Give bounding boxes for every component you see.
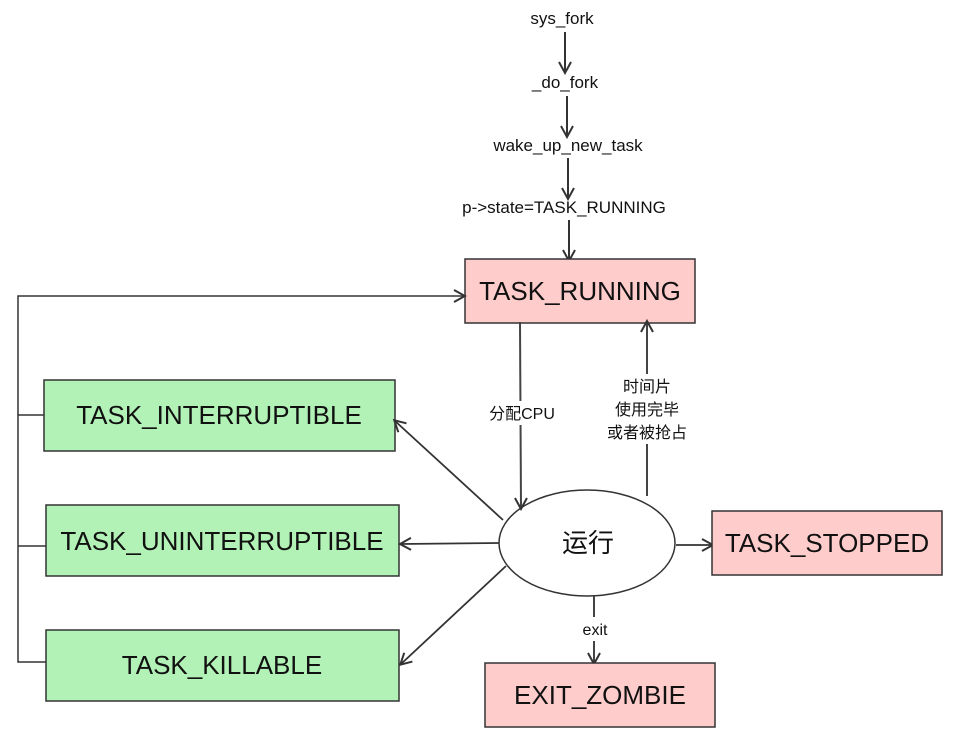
task-stopped-box xyxy=(711,510,943,576)
task-uninterruptible-label: TASK_UNINTERRUPTIBLE xyxy=(60,526,383,556)
task-uninterruptible-box xyxy=(45,504,400,577)
task-running-box xyxy=(464,258,696,324)
exit-zombie-box xyxy=(484,662,716,728)
task-running-label: TASK_RUNNING xyxy=(479,276,681,306)
wake-up-new-task-label: wake_up_new_task xyxy=(492,136,643,155)
timeslice-bg xyxy=(596,374,698,444)
feedback-bracket xyxy=(17,414,46,663)
arrow-run-uninterruptible xyxy=(401,543,500,544)
exit-label: exit xyxy=(583,622,608,639)
task-killable-box xyxy=(45,629,400,702)
assign-cpu-bg xyxy=(479,401,565,425)
arrow-run-killable xyxy=(401,565,507,664)
assign-cpu-label: 分配CPU xyxy=(489,405,555,423)
set-state-label: p->state=TASK_RUNNING xyxy=(462,198,666,217)
exit-bg xyxy=(574,617,618,641)
timeslice-label-3: 或者被抢占 xyxy=(607,424,687,442)
task-killable-label: TASK_KILLABLE xyxy=(122,650,322,680)
task-stopped-label: TASK_STOPPED xyxy=(725,528,929,558)
task-interruptible-box xyxy=(43,379,396,452)
timeslice-label-2: 使用完毕 xyxy=(615,401,679,419)
timeslice-label-1: 时间片 xyxy=(623,378,671,396)
sys-fork-label: sys_fork xyxy=(530,9,594,28)
do-fork-label: _do_fork xyxy=(531,73,599,92)
arrow-feedback-running xyxy=(17,296,464,415)
exit-zombie-label: EXIT_ZOMBIE xyxy=(514,680,686,710)
run-label: 运行 xyxy=(562,528,614,558)
arrow-run-interruptible xyxy=(395,421,504,521)
task-interruptible-label: TASK_INTERRUPTIBLE xyxy=(76,400,362,430)
